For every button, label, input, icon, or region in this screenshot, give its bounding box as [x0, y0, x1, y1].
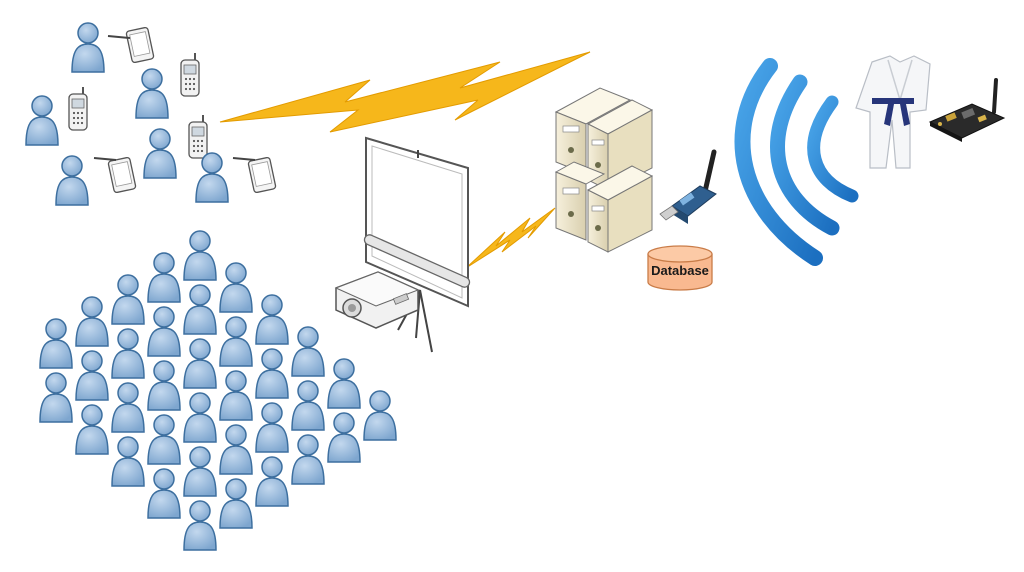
person-icon: [219, 316, 253, 367]
mobile-phone-icon: [188, 114, 208, 159]
person-icon: [183, 392, 217, 443]
person-icon: [55, 155, 89, 206]
person-icon: [183, 500, 217, 551]
person-icon: [143, 128, 177, 179]
lightning-bolt-long: [219, 51, 591, 133]
person-icon: [291, 326, 325, 377]
person-icon: [195, 152, 229, 203]
person-icon: [255, 348, 289, 399]
person-icon: [327, 358, 361, 409]
person-icon: [25, 95, 59, 146]
person-icon: [147, 468, 181, 519]
usb-wireless-dongle-icon: [659, 149, 717, 224]
person-icon: [39, 318, 73, 369]
person-icon: [291, 434, 325, 485]
person-icon: [75, 350, 109, 401]
person-icon: [219, 424, 253, 475]
person-icon: [255, 402, 289, 453]
sensor-board-icon: [928, 78, 1006, 142]
person-icon: [147, 306, 181, 357]
database-label: Database: [651, 263, 709, 278]
person-icon: [135, 68, 169, 119]
mobile-phone-icon: [68, 86, 88, 131]
judo-uniform-icon: [855, 55, 931, 169]
person-icon: [111, 436, 145, 487]
wireless-signal-icon: [734, 58, 859, 266]
person-icon: [291, 380, 325, 431]
person-icon: [111, 274, 145, 325]
tablet-icon: [125, 26, 155, 64]
database-cylinder-icon: Database: [647, 245, 713, 291]
person-icon: [75, 404, 109, 455]
person-icon: [71, 22, 105, 73]
server-tower-icon: [586, 165, 654, 253]
stylus-line: [93, 157, 117, 161]
person-icon: [327, 412, 361, 463]
person-icon: [219, 262, 253, 313]
projector-icon: [334, 271, 420, 329]
person-icon: [39, 372, 73, 423]
person-icon: [111, 328, 145, 379]
server-tower-icon: [554, 87, 632, 175]
person-icon: [219, 370, 253, 421]
person-icon: [363, 390, 397, 441]
person-icon: [183, 446, 217, 497]
audience-crowd: [39, 230, 397, 551]
stylus-line: [232, 157, 256, 161]
person-icon: [255, 294, 289, 345]
server-tower-icon: [554, 161, 606, 241]
person-icon: [183, 230, 217, 281]
person-icon: [183, 284, 217, 335]
person-icon: [255, 456, 289, 507]
server-cluster: [554, 87, 654, 253]
mobile-phone-icon: [180, 52, 200, 97]
person-icon: [183, 338, 217, 389]
tablet-icon: [107, 156, 137, 194]
projector-screen-icon: [363, 136, 471, 353]
person-icon: [147, 252, 181, 303]
person-icon: [147, 360, 181, 411]
person-icon: [219, 478, 253, 529]
person-icon: [75, 296, 109, 347]
person-icon: [111, 382, 145, 433]
mobile-users-group: [25, 22, 277, 206]
person-icon: [147, 414, 181, 465]
lightning-bolt-short: [465, 207, 556, 269]
tablet-icon: [247, 156, 277, 194]
